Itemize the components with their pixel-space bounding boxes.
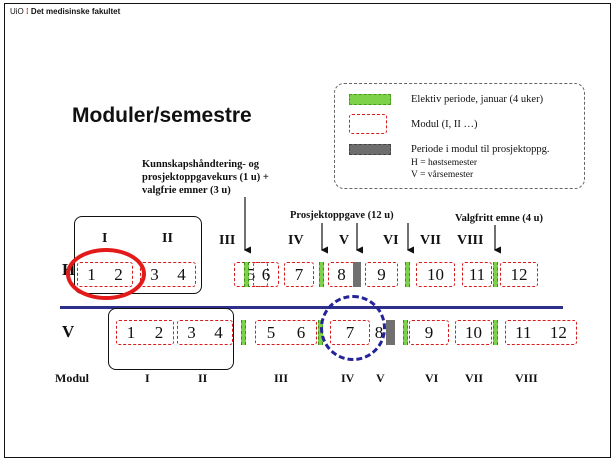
v-sem-10: 10 bbox=[465, 322, 482, 342]
v-project-bar bbox=[386, 320, 395, 345]
annotation-kurs-line3: valgfrie emner (3 u) bbox=[142, 185, 231, 196]
bottom-module-1: I bbox=[145, 371, 150, 385]
legend-h-note: H = høstsemester bbox=[411, 158, 478, 168]
highlight-circle-h-1-2 bbox=[66, 248, 146, 300]
annotation-prosjekt: Prosjektoppgave (12 u) bbox=[290, 210, 394, 221]
slide-title: Moduler/semestre bbox=[72, 104, 252, 127]
bottom-module-6: VI bbox=[425, 371, 439, 385]
top-module-4: IV bbox=[288, 233, 304, 248]
h-sem-4: 4 bbox=[177, 264, 186, 284]
v-box-11-12: 11 12 bbox=[505, 320, 577, 345]
v-box-1-2: 1 2 bbox=[116, 320, 174, 345]
v-elective-bar-3 bbox=[403, 320, 408, 345]
legend-elective: Elektiv periode, januar (4 uker) bbox=[349, 92, 543, 106]
top-module-3: III bbox=[219, 233, 236, 248]
v-sem-6: 6 bbox=[296, 322, 306, 342]
legend-project: Periode i modul til prosjektoppg. bbox=[349, 142, 550, 156]
annotation-valgfritt: Valgfritt emne (4 u) bbox=[455, 213, 543, 224]
top-module-6: VI bbox=[383, 233, 399, 248]
v-sem-1: 1 bbox=[126, 322, 136, 342]
annotation-kurs: Kunnskapshåndtering- og prosjektoppgavek… bbox=[142, 158, 269, 197]
h-elective-bar-4 bbox=[493, 262, 498, 287]
v-sem-2: 2 bbox=[154, 322, 164, 342]
v-elective-bar-1 bbox=[241, 320, 246, 345]
bottom-module-7: VII bbox=[465, 371, 484, 385]
v-sem-12: 12 bbox=[549, 322, 567, 342]
institution-name: UiO bbox=[10, 7, 24, 16]
highlight-circle-v-7 bbox=[320, 295, 386, 361]
v-box-9: 9 bbox=[409, 320, 449, 345]
legend-elective-label: Elektiv periode, januar (4 uker) bbox=[411, 93, 544, 105]
h-box-7: 7 bbox=[284, 262, 314, 287]
h-box-11: 11 bbox=[462, 262, 492, 287]
logo-separator: ⁞ bbox=[26, 7, 29, 16]
h-elective-bar-1 bbox=[244, 262, 249, 287]
bottom-module-2: II bbox=[198, 371, 208, 385]
v-box-10: 10 bbox=[455, 320, 492, 345]
v-sem-4: 4 bbox=[214, 322, 223, 342]
project-swatch bbox=[349, 143, 391, 155]
v-sem-9: 9 bbox=[424, 322, 434, 342]
h-sem-3: 3 bbox=[150, 264, 159, 284]
legend-module-label: Modul (I, II …) bbox=[411, 118, 478, 130]
row-label-v: V bbox=[62, 322, 75, 341]
v-box-3-4: 3 4 bbox=[177, 320, 233, 345]
top-module-8: VIII bbox=[457, 233, 484, 248]
slide-frame bbox=[4, 3, 611, 458]
h-elective-bar-3 bbox=[405, 262, 410, 287]
v-sem-5: 5 bbox=[266, 322, 276, 342]
v-box-5-6: 5 6 bbox=[255, 320, 317, 345]
v-sem-3: 3 bbox=[187, 322, 196, 342]
h-sem-9: 9 bbox=[377, 264, 386, 284]
h-box-8: 8 bbox=[328, 262, 355, 287]
h-box-10: 10 bbox=[416, 262, 455, 287]
top-module-2: II bbox=[162, 231, 173, 246]
h-sem-7: 7 bbox=[294, 264, 304, 284]
module-swatch bbox=[349, 114, 387, 134]
top-module-1: I bbox=[102, 231, 108, 246]
top-module-7: VII bbox=[420, 233, 442, 248]
h-box-3-4: 3 4 bbox=[140, 262, 196, 287]
legend: Elektiv periode, januar (4 uker) Modul (… bbox=[334, 83, 585, 189]
h-box-5: 5 bbox=[234, 262, 268, 287]
legend-project-label: Periode i modul til prosjektoppg. bbox=[411, 143, 550, 155]
v-elective-bar-4 bbox=[493, 320, 498, 345]
header: UiO ⁞ Det medisinske fakultet bbox=[10, 7, 120, 16]
h-box-9: 9 bbox=[365, 262, 398, 287]
h-sem-10: 10 bbox=[427, 264, 444, 284]
h-sem-12: 12 bbox=[510, 264, 528, 284]
legend-v-note: V = vårsemester bbox=[411, 170, 474, 180]
h-sem-6: 6 bbox=[261, 264, 271, 284]
bottom-module-5: V bbox=[376, 371, 385, 385]
h-box-12: 12 bbox=[500, 262, 538, 287]
h-sem-5: 5 bbox=[246, 264, 256, 284]
top-module-5: V bbox=[339, 233, 350, 248]
row-divider bbox=[60, 306, 563, 309]
faculty-name: Det medisinske fakultet bbox=[30, 7, 121, 16]
annotation-kurs-line1: Kunnskapshåndtering- og bbox=[142, 159, 260, 170]
h-box-6: 6 bbox=[253, 262, 279, 287]
v-sem-11: 11 bbox=[515, 322, 532, 342]
v-module-i-ii-outline bbox=[108, 308, 234, 370]
elective-swatch bbox=[349, 93, 391, 105]
bottom-module-8: VIII bbox=[515, 371, 538, 385]
bottom-module-3: III bbox=[274, 371, 289, 385]
bottom-module-4: IV bbox=[341, 371, 355, 385]
h-elective-bar-2 bbox=[319, 262, 324, 287]
legend-module: Modul (I, II …) bbox=[349, 114, 478, 134]
annotation-kurs-line2: prosjektoppgavekurs (1 u) + bbox=[142, 172, 269, 183]
module-row-label: Modul bbox=[55, 371, 90, 385]
h-sem-11: 11 bbox=[468, 264, 486, 284]
h-module-i-ii-outline bbox=[74, 216, 202, 294]
h-project-bar bbox=[353, 262, 361, 287]
h-sem-8: 8 bbox=[337, 264, 346, 284]
